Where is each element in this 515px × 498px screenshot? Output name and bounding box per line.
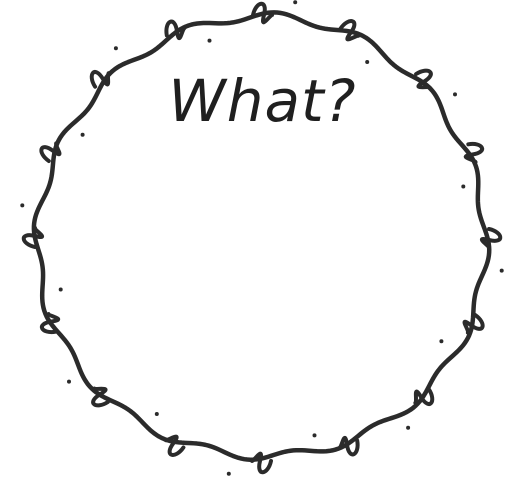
- decorative-dot: [365, 60, 369, 64]
- decorative-dot: [439, 339, 443, 343]
- decorative-dot: [313, 433, 317, 437]
- decorative-dot: [67, 380, 71, 384]
- decorative-dot: [20, 203, 24, 207]
- decorative-dot: [208, 39, 212, 43]
- curl-loop: [41, 143, 59, 161]
- decorative-dot: [114, 46, 118, 50]
- decorative-dot: [227, 472, 231, 476]
- decorative-dot: [59, 288, 63, 292]
- decorative-dot: [406, 426, 410, 430]
- decorative-dot: [293, 0, 297, 4]
- decorative-dot: [461, 185, 465, 189]
- decorative-dot: [81, 133, 85, 137]
- page-title: What?: [0, 72, 515, 130]
- decorative-dot: [155, 412, 159, 416]
- curl-loop: [166, 437, 184, 455]
- decorative-dot: [500, 269, 504, 273]
